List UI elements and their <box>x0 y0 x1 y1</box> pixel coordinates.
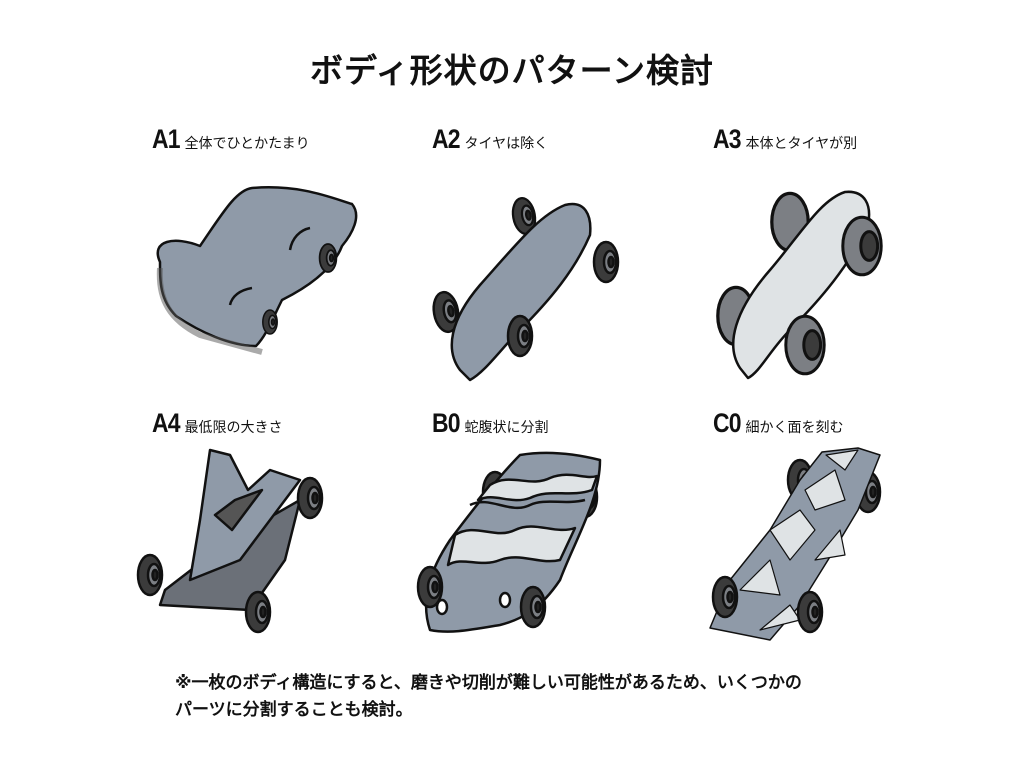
pattern-code: B0 <box>432 408 460 438</box>
page-title: ボディ形状のパターン検討 <box>309 51 715 90</box>
note-line: ※一枚のボディ構造にすると、磨きや切削が難しい可能性があるため、いくつかの <box>175 673 802 693</box>
car-sketch-a1 <box>156 186 358 355</box>
car-sketch-a2 <box>429 195 620 382</box>
pattern-desc: 最低限の大きさ <box>184 420 283 436</box>
car-sketch-c0 <box>709 447 882 641</box>
note-text: ※一枚のボディ構造にすると、磨きや切削が難しい可能性があるため、いくつかの パー… <box>175 670 802 724</box>
car-sketch-a3 <box>716 190 883 380</box>
note-line: パーツに分割することも検討。 <box>175 700 413 720</box>
pattern-code: A3 <box>713 124 741 154</box>
pattern-code: A4 <box>152 408 180 438</box>
car-sketch-a4 <box>136 448 324 634</box>
car-sketch-b0 <box>416 451 602 633</box>
pattern-code: A2 <box>432 124 460 154</box>
pattern-desc: 蛇腹状に分割 <box>464 420 549 436</box>
pattern-desc: 全体でひとかたまり <box>184 136 310 152</box>
pattern-code: C0 <box>713 408 741 438</box>
pattern-desc: タイヤは除く <box>464 136 549 152</box>
pattern-code: A1 <box>152 124 180 154</box>
pattern-desc: 本体とタイヤが別 <box>745 136 858 152</box>
pattern-desc: 細かく面を刻む <box>745 420 844 436</box>
